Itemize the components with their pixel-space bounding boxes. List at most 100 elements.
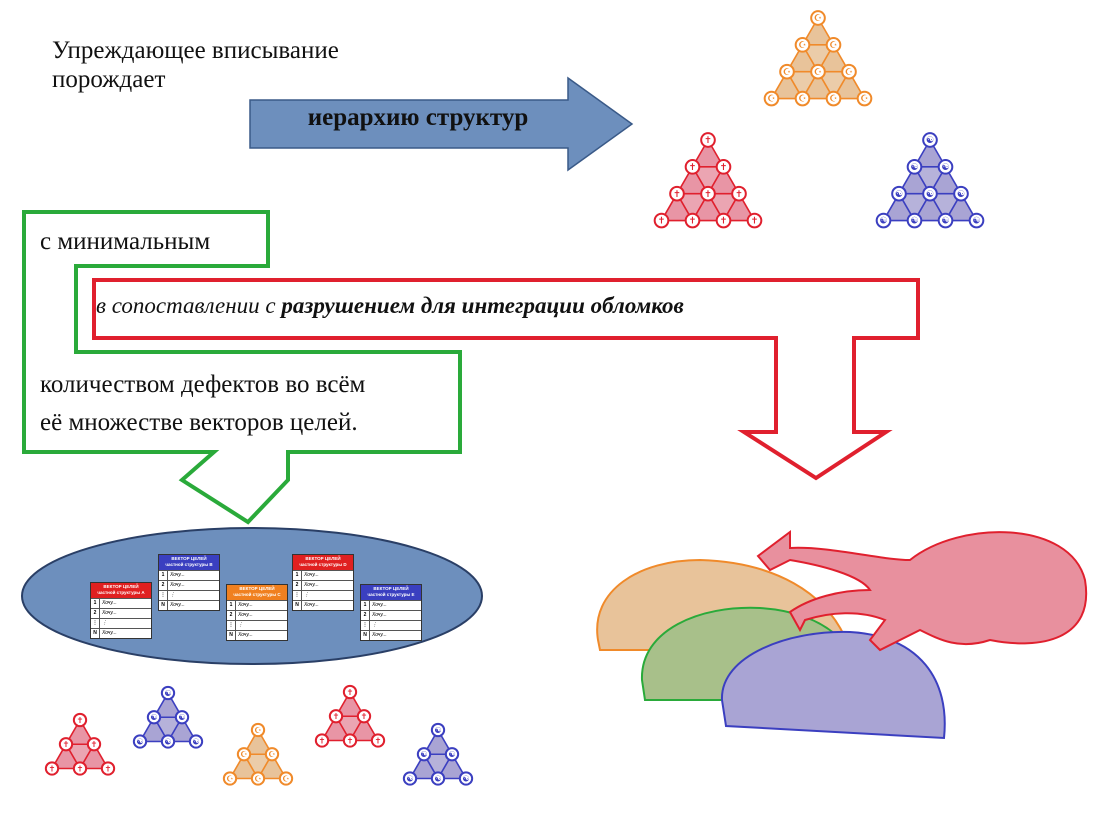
- red-structure-triangle: ✝✝✝✝✝✝: [314, 684, 386, 748]
- cell: [322, 716, 350, 741]
- cell: [80, 744, 108, 769]
- red-node-icon: [370, 733, 386, 748]
- blue-symbol-icon: ☯: [164, 688, 171, 698]
- red-symbol-icon: ✝: [689, 216, 697, 227]
- blue-symbol-icon: ☯: [895, 189, 903, 200]
- intro-line-2: порождает: [52, 66, 166, 93]
- red-symbol-icon: ✝: [49, 763, 56, 773]
- orange-structure-triangle: ☪☪☪☪☪☪: [222, 722, 294, 786]
- green-bottom-line-1: количеством дефектов во всём: [40, 371, 366, 398]
- red-node-icon: [356, 709, 372, 724]
- cell: [230, 754, 258, 779]
- blue-node-icon: [132, 734, 148, 749]
- cell: [787, 71, 818, 99]
- cell: [930, 166, 961, 194]
- cell: [244, 730, 272, 755]
- red-node-icon: [58, 737, 74, 752]
- cell: [424, 754, 452, 779]
- orange-symbol-icon: ☪: [240, 749, 247, 759]
- pink-destruction-blob: [756, 530, 1088, 652]
- orange-symbol-icon: ☪: [282, 773, 289, 783]
- cell: [244, 754, 272, 779]
- red-symbol-icon: ✝: [720, 216, 728, 227]
- cell: [692, 140, 724, 167]
- blue-node-icon: [174, 710, 190, 725]
- blue-symbol-icon: ☯: [150, 712, 157, 722]
- red-node-icon: [72, 761, 88, 776]
- orange-node-icon: [794, 37, 811, 53]
- red-structure-triangle: ✝✝✝✝✝✝✝✝✝✝: [653, 132, 763, 229]
- blue-node-icon: [906, 212, 923, 229]
- blue-node-icon: [922, 132, 938, 148]
- blue-node-icon: [430, 722, 446, 738]
- red-node-icon: [669, 185, 685, 202]
- blue-symbol-icon: ☯: [420, 749, 427, 759]
- orange-symbol-icon: ☪: [845, 67, 853, 78]
- red-symbol-icon: ✝: [347, 735, 354, 745]
- blue-symbol-icon: ☯: [910, 162, 918, 173]
- cell: [833, 71, 865, 99]
- orange-symbol-icon: ☪: [254, 725, 261, 735]
- red-symbol-icon: ✝: [319, 735, 326, 745]
- cell: [52, 744, 80, 769]
- red-symbol-icon: ✝: [689, 162, 697, 173]
- red-node-icon: [715, 212, 732, 229]
- red-node-icon: [684, 159, 701, 175]
- red-symbol-icon: ✝: [751, 216, 759, 227]
- cell: [899, 166, 930, 194]
- blue-node-icon: [160, 734, 176, 749]
- green-bottom-line-2: её множестве векторов целей.: [40, 409, 358, 436]
- red-symbol-icon: ✝: [347, 687, 354, 697]
- orange-symbol-icon: ☪: [798, 94, 806, 105]
- cell: [802, 18, 834, 45]
- blue-node-icon: [430, 771, 446, 786]
- red-symbol-icon: ✝: [361, 711, 368, 721]
- cell: [899, 193, 930, 221]
- orange-symbol-icon: ☪: [268, 749, 275, 759]
- cell: [692, 166, 724, 194]
- intro-line-1: Упреждающее вписывание: [52, 37, 339, 64]
- red-symbol-icon: ✝: [63, 739, 70, 749]
- blue-symbol-icon: ☯: [192, 736, 199, 746]
- red-node-icon: [44, 761, 60, 776]
- blue-symbol-icon: ☯: [434, 725, 441, 735]
- red-symbol-icon: ✝: [77, 763, 84, 773]
- red-symbol-icon: ✝: [704, 135, 712, 146]
- blue-symbol-icon: ☯: [926, 189, 934, 200]
- red-node-icon: [700, 185, 716, 202]
- red-symbol-icon: ✝: [735, 189, 743, 200]
- orange-node-icon: [222, 771, 238, 786]
- red-node-icon: [328, 709, 344, 724]
- blue-symbol-icon: ☯: [178, 712, 185, 722]
- orange-node-icon: [763, 90, 780, 107]
- cell: [168, 717, 196, 742]
- orange-node-icon: [250, 722, 266, 738]
- cell: [66, 720, 94, 745]
- red-text-part2: разрушением для интеграции обломков: [281, 293, 684, 318]
- red-outline-arrow: [92, 278, 920, 481]
- blue-node-icon: [953, 185, 969, 202]
- green-outline-arrow: [22, 210, 462, 525]
- green-top-text: с минимальным: [40, 228, 211, 255]
- orange-node-icon: [278, 771, 294, 786]
- blue-node-icon: [937, 159, 954, 175]
- cell: [818, 71, 849, 99]
- cell: [692, 193, 724, 221]
- red-text-part1: в сопоставлении с: [96, 293, 282, 318]
- red-symbol-icon: ✝: [375, 735, 382, 745]
- red-node-icon: [700, 132, 716, 148]
- red-node-icon: [653, 212, 670, 229]
- orange-symbol-icon: ☪: [814, 13, 822, 24]
- red-node-icon: [100, 761, 116, 776]
- red-symbol-icon: ✝: [658, 216, 666, 227]
- cell: [883, 193, 915, 221]
- blue-node-icon: [160, 685, 176, 701]
- cell: [350, 716, 378, 741]
